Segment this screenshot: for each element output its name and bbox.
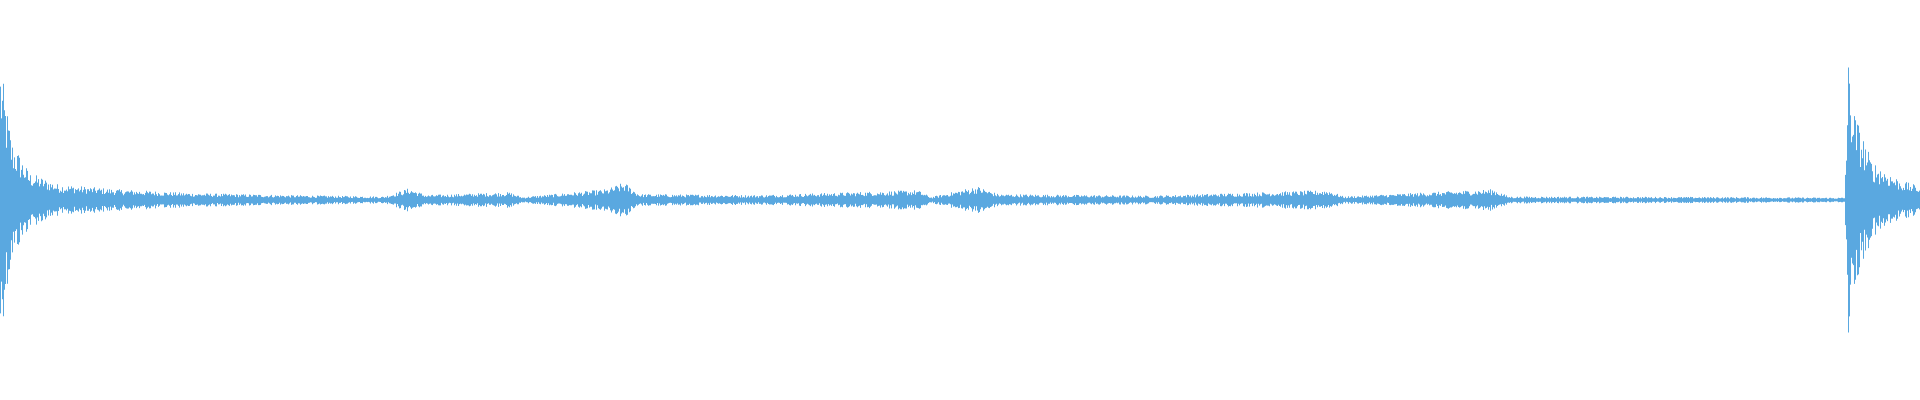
waveform-samples: [0, 67, 1920, 333]
waveform-path: [0, 67, 1920, 333]
